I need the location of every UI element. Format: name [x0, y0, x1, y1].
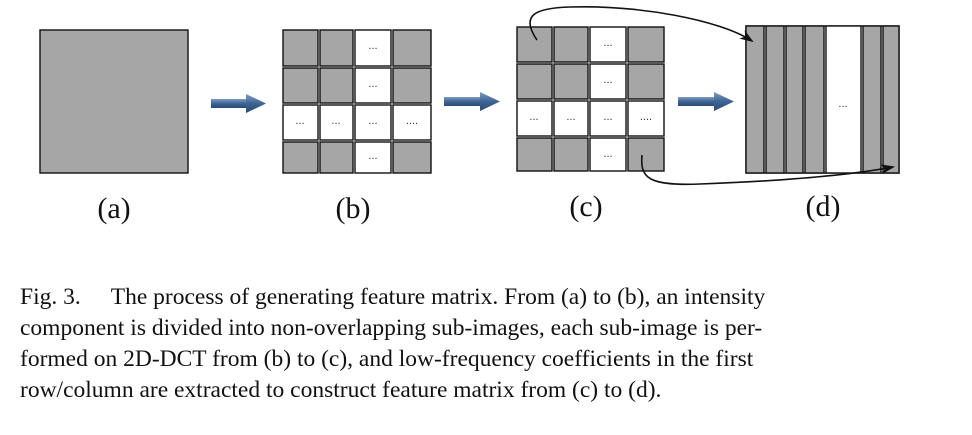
extraction-arrow-top: [529, 6, 754, 43]
panel-label-a: (a): [97, 192, 130, 225]
caption-line-2: component is divided into non-overlappin…: [20, 315, 763, 341]
svg-text:...: ...: [529, 111, 538, 123]
panel-label-c: (c): [569, 190, 602, 223]
svg-text:...: ...: [603, 111, 612, 123]
panel-label-b: (b): [336, 192, 371, 225]
svg-text:...: ...: [295, 115, 304, 127]
process-arrow-a-b: [211, 94, 266, 113]
svg-text:...: ...: [368, 40, 377, 52]
sub-image-grid: ... ... ... ... ... .... ...: [282, 29, 432, 174]
svg-text:...: ...: [331, 115, 340, 127]
panel-label-d: (d): [806, 190, 841, 223]
svg-text:...: ...: [603, 74, 612, 86]
process-arrow-b-c: [444, 92, 500, 111]
svg-text:...: ...: [368, 78, 377, 90]
svg-text:...: ...: [566, 111, 575, 123]
extraction-arrow-bottom: [640, 154, 895, 186]
svg-text:...: ...: [368, 150, 377, 162]
caption-line-1: Fig. 3. The process of generating feature…: [20, 282, 930, 313]
process-arrow-c-d: [678, 92, 734, 111]
svg-text:...: ...: [368, 115, 377, 127]
caption-text-1: The process of generating feature matrix…: [110, 284, 766, 310]
svg-text:...: ...: [603, 37, 612, 49]
svg-text:....: ....: [406, 115, 418, 127]
dct-coefficient-grid: ... ... ... ... ... .... ...: [516, 26, 665, 172]
caption-line-3: formed on 2D-DCT from (b) to (c), and lo…: [20, 346, 754, 372]
svg-text:...: ...: [838, 98, 847, 110]
figure-caption: Fig. 3. The process of generating feature…: [20, 282, 930, 406]
caption-line-4: row/column are extracted to construct fe…: [20, 377, 662, 403]
svg-text:....: ....: [640, 111, 652, 123]
svg-text:...: ...: [603, 148, 612, 160]
figure-number: Fig. 3.: [20, 284, 81, 310]
feature-matrix: ...: [745, 25, 900, 174]
intensity-component-block: [39, 29, 189, 174]
